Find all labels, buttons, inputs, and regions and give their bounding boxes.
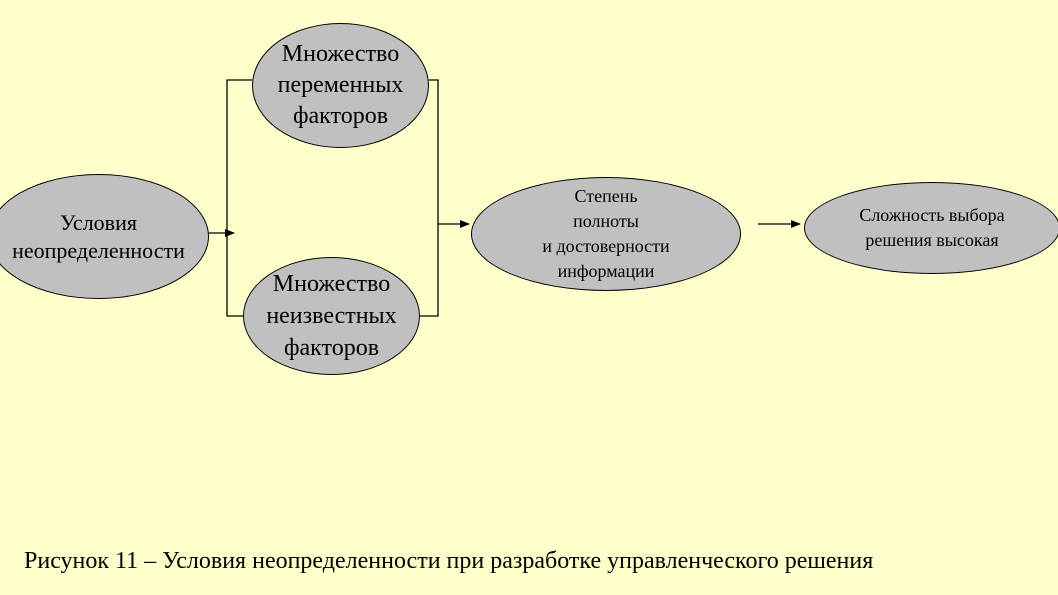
node-uncertainty: Условия неопределенности — [0, 174, 209, 299]
node-unknown-factors: Множество неизвестных факторов — [243, 257, 420, 375]
node-complexity: Сложность выбора решения высокая — [804, 182, 1058, 274]
bracket-left — [226, 79, 252, 317]
node-complexity-label: Сложность выбора решения высокая — [859, 205, 1005, 250]
bracket-right — [420, 79, 439, 317]
figure-caption: Рисунок 11 – Условия неопределенности пр… — [24, 548, 874, 574]
node-information-label: Степень полноты и достоверности информац… — [542, 186, 670, 281]
node-information: Степень полноты и достоверности информац… — [471, 177, 741, 291]
node-uncertainty-label: Условия неопределенности — [12, 209, 185, 263]
node-unknown-factors-label: Множество неизвестных факторов — [266, 271, 397, 361]
node-variable-factors-label: Множество переменных факторов — [277, 41, 404, 129]
node-variable-factors: Множество переменных факторов — [252, 23, 429, 148]
